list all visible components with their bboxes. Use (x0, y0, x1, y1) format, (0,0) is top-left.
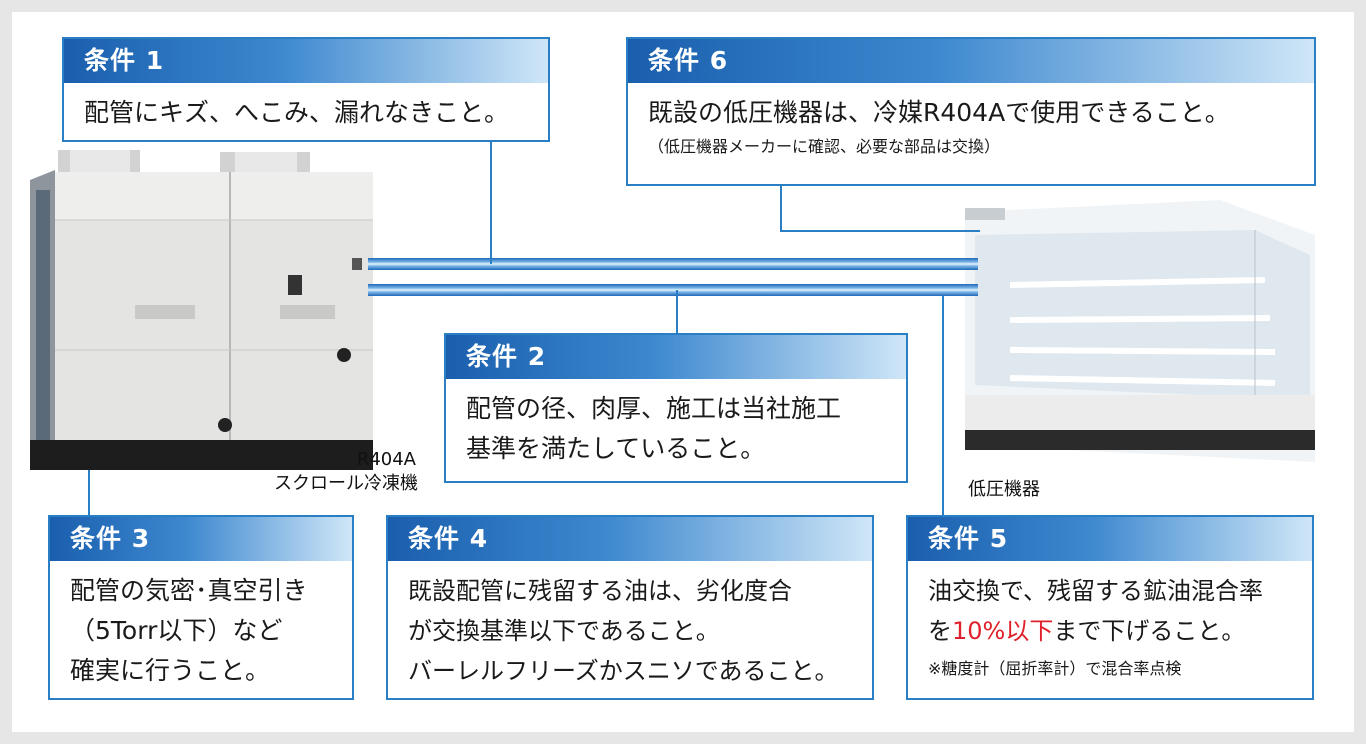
showcase-label: 低圧機器 (968, 479, 1040, 500)
condition-5-text-line2: を10%以下まで下げること。 (928, 611, 1292, 651)
connector-c3 (88, 470, 90, 515)
condition-2-text-line1: 配管の径、肉厚、施工は当社施工 (466, 394, 842, 423)
condition-4-text-line2: が交換基準以下であること。 (408, 617, 720, 645)
connector-c6-v (780, 186, 782, 232)
condition-1-title: 条件 1 (64, 39, 548, 83)
condition-2-title: 条件 2 (446, 335, 906, 379)
condition-5-box: 条件 5 油交換で、残留する鉱油混合率 を10%以下まで下げること。 ※糖度計（… (906, 515, 1314, 700)
mixing-rate-threshold: 10%以下 (952, 617, 1054, 645)
connector-c2 (676, 290, 678, 333)
condition-6-note: （低圧機器メーカーに確認、必要な部品は交換） (648, 137, 1001, 156)
condition-3-text-line2: （5Torr以下）など (70, 616, 283, 645)
condition-5-note: ※糖度計（屈折率計）で混合率点検 (928, 659, 1182, 678)
condition-6-text: 既設の低圧機器は、冷媒R404Aで使用できること。 (648, 98, 1230, 127)
pipe-lower (368, 284, 978, 296)
condensing-unit-image (30, 150, 373, 470)
unit-label-model: R404A (356, 449, 416, 470)
condition-1-text: 配管にキズ、へこみ、漏れなきこと。 (84, 98, 510, 127)
condition-3-text-line3: 確実に行うこと。 (70, 656, 271, 685)
connector-c6-h (780, 230, 980, 232)
condition-4-text-line3: バーレルフリーズかスニソであること。 (408, 657, 839, 685)
condition-3-box: 条件 3 配管の気密･真空引き （5Torr以下）など 確実に行うこと。 (48, 515, 354, 700)
condition-5-text-line1: 油交換で、残留する鉱油混合率 (928, 577, 1264, 605)
condition-4-title: 条件 4 (388, 517, 872, 561)
condition-2-text-line2: 基準を満たしていること。 (466, 434, 766, 463)
unit-label: R404A スクロール冷凍機 (228, 448, 418, 496)
condition-6-title: 条件 6 (628, 39, 1314, 83)
unit-label-type: スクロール冷凍機 (274, 473, 418, 494)
condition-6-box: 条件 6 既設の低圧機器は、冷媒R404Aで使用できること。 （低圧機器メーカー… (626, 37, 1316, 186)
condition-5-pre: を (928, 617, 952, 645)
pipe-upper (368, 258, 978, 270)
condition-3-text-line1: 配管の気密･真空引き (70, 576, 308, 605)
connector-c5 (942, 296, 944, 515)
condition-4-box: 条件 4 既設配管に残留する油は、劣化度合 が交換基準以下であること。 バーレル… (386, 515, 874, 700)
condition-5-post: まで下げること。 (1053, 617, 1246, 645)
showcase-image (965, 200, 1315, 462)
condition-3-title: 条件 3 (50, 517, 352, 561)
connector-c1 (490, 142, 492, 264)
condition-5-title: 条件 5 (908, 517, 1312, 561)
condition-2-box: 条件 2 配管の径、肉厚、施工は当社施工 基準を満たしていること。 (444, 333, 908, 483)
condition-1-box: 条件 1 配管にキズ、へこみ、漏れなきこと。 (62, 37, 550, 142)
condition-4-text-line1: 既設配管に残留する油は、劣化度合 (408, 577, 792, 605)
